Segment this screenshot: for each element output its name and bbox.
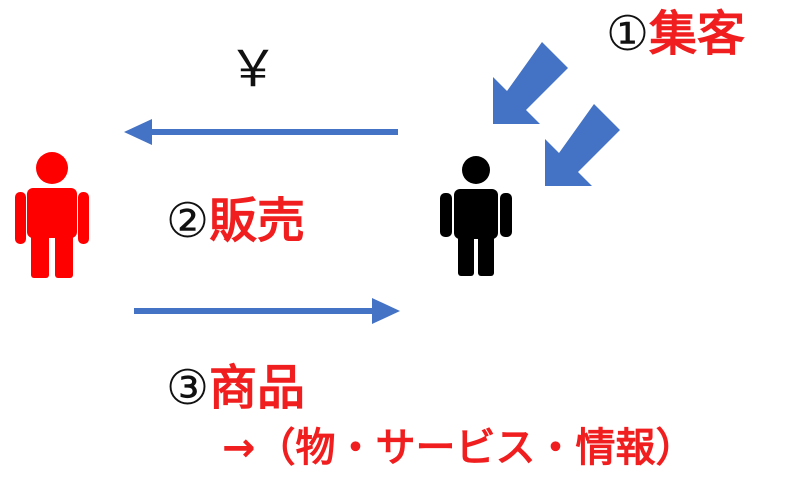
inflow-arrow-icon-upper (493, 42, 568, 124)
step1-label: ①集客 (606, 10, 745, 58)
step1-text: 集客 (649, 6, 746, 62)
goods-detail-label: →（物・サービス・情報） (222, 425, 696, 471)
step3-text: 商品 (209, 360, 306, 416)
step3-number: ③ (166, 360, 210, 416)
step2-number: ② (166, 193, 210, 249)
step2-label: ②販売 (166, 197, 305, 245)
yen-label: ￥ (228, 40, 278, 98)
step1-number: ① (606, 6, 650, 62)
seller-person-icon (440, 156, 512, 276)
goods-arrow (134, 298, 400, 324)
step3-label: ③商品 (166, 364, 305, 412)
inflow-arrow-icon-lower (545, 104, 620, 186)
payment-arrow (124, 119, 398, 145)
customer-person-icon (15, 152, 89, 278)
step2-text: 販売 (209, 193, 306, 249)
